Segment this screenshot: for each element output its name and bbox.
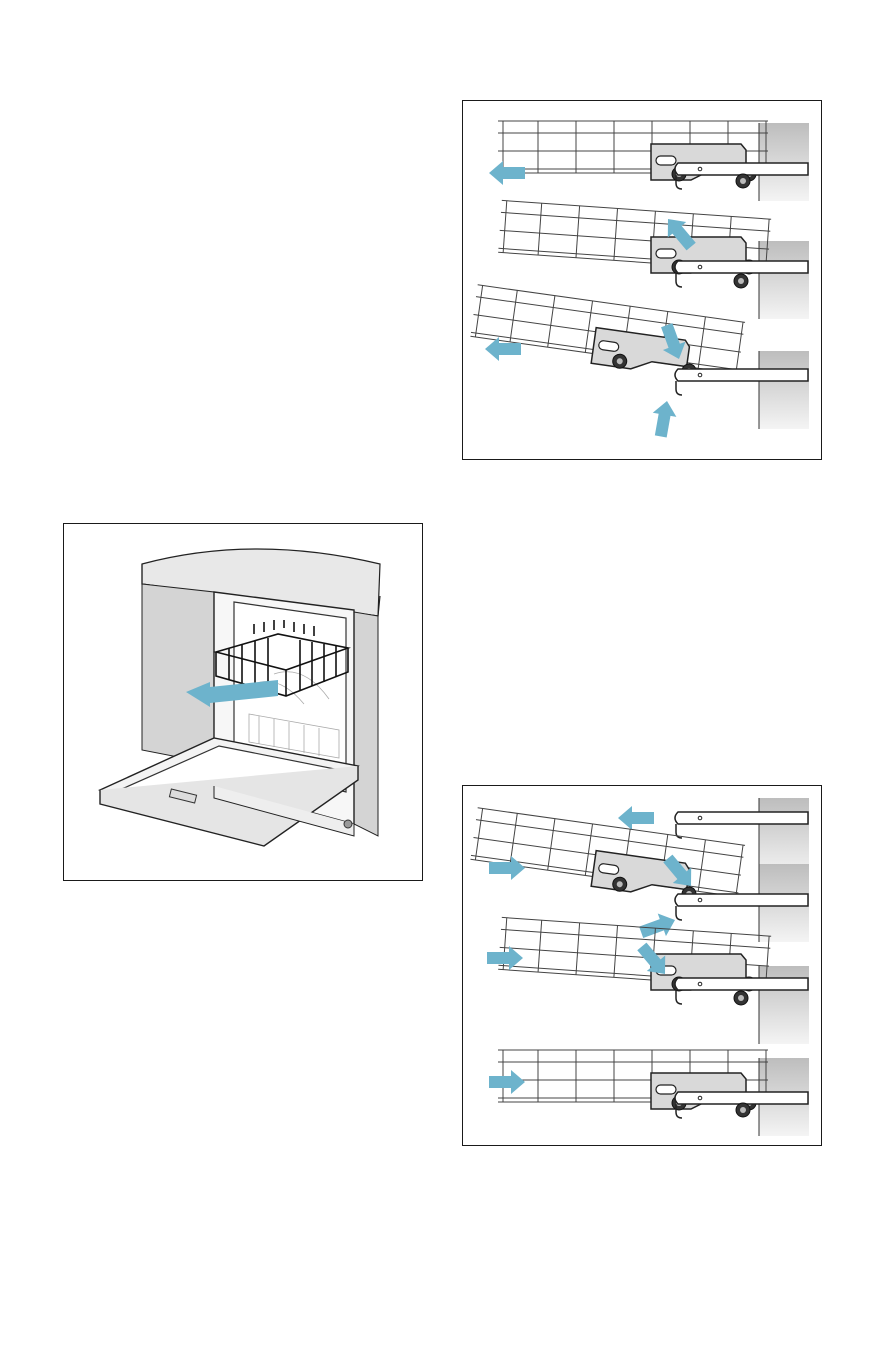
upper-rack-removal-steps-illustration xyxy=(463,101,821,459)
removal-step-2 xyxy=(498,200,809,319)
rack-insertion-figure xyxy=(462,785,822,1146)
upper-rack-insertion-steps-illustration xyxy=(463,786,821,1145)
dishwasher-figure xyxy=(63,523,423,881)
removal-step-1 xyxy=(489,121,809,201)
arrow-up-icon xyxy=(637,909,679,944)
arrow-right-icon xyxy=(489,856,525,880)
insertion-step-4 xyxy=(489,1050,809,1136)
arrow-right-icon xyxy=(489,1070,525,1094)
arrow-left-icon xyxy=(489,161,525,185)
dishwasher-rack-pull-out-illustration xyxy=(64,524,422,880)
insertion-step-2 xyxy=(470,808,809,944)
arrow-up-icon xyxy=(649,399,679,439)
removal-step-3 xyxy=(470,285,809,439)
rack-removal-figure xyxy=(462,100,822,460)
arrow-left-icon xyxy=(618,806,654,830)
